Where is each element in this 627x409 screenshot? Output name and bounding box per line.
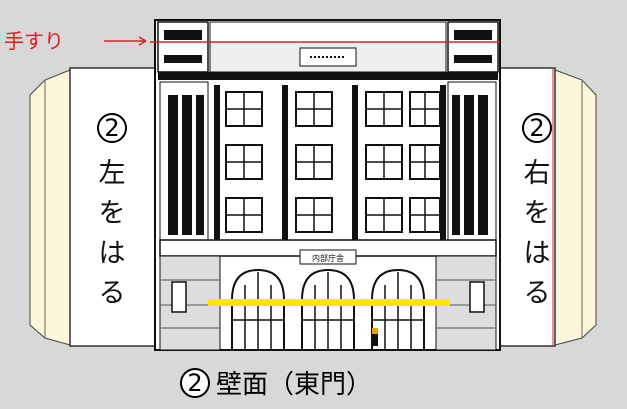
building-facade: 内部庁舎 [150,19,501,351]
left-instruction-char: 左 [99,158,126,189]
caption-circled-number: 2 [180,368,210,398]
right-glue-tab [554,69,597,346]
right-instruction-char: を [524,198,551,229]
svg-text:2: 2 [529,114,544,142]
right-instruction-char: る [524,278,551,309]
right-circled-number: 2 [522,113,552,143]
right-instruction-char: 右 [524,158,551,189]
handrail-label: 手すり [4,29,64,53]
left-glue-tab [29,69,71,346]
caption-text: 壁面（東門） [216,370,372,400]
right-wall-panel [499,67,556,347]
left-instruction-char: る [99,278,126,309]
yellow-guide-bar [208,299,450,306]
right-instruction-char: は [524,238,551,269]
building-sign: 内部庁舎 [312,253,344,263]
svg-text:2: 2 [187,369,202,397]
left-instruction-char: を [99,198,126,229]
left-instruction-char: は [99,238,126,269]
svg-text:2: 2 [104,114,119,142]
left-circled-number: 2 [97,113,127,143]
